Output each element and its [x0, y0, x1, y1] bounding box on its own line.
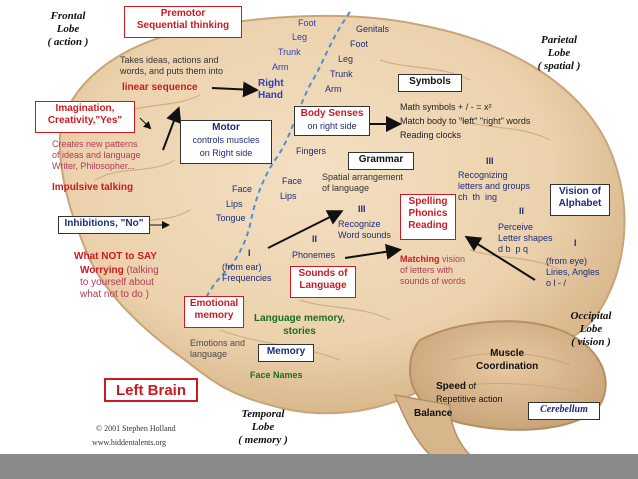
body-part-foot: Foot — [298, 18, 317, 28]
spelling-box: Spelling Phonics Reading — [400, 194, 456, 240]
from-ear-description: (from ear) Frequencies — [222, 262, 272, 283]
memory-box: Memory — [258, 344, 314, 362]
vision-of-alphabet-box: Vision of Alphabet — [550, 184, 610, 216]
premotor-emphasis: linear sequence — [122, 82, 198, 93]
muscle-coordination-label: Muscle Coordination — [476, 348, 539, 372]
imagination-description: Creates new patterns of ideas and langua… — [52, 139, 141, 171]
cerebellum-box: Cerebellum — [528, 402, 600, 420]
central-sulcus — [231, 11, 351, 266]
premotor-description: Takes ideas, actions and words, and puts… — [120, 55, 224, 76]
temporal-lobe-label: Temporal Lobe( memory ) — [238, 408, 288, 446]
tongue-motor-label: Tongue — [216, 213, 246, 223]
slide-bottom-bar — [0, 454, 638, 479]
occipital-lobe-label: Occipital Lobe( vision ) — [570, 310, 612, 348]
body-part-leg-sensory: Leg — [338, 54, 354, 64]
copyright-notice: © 2001 Stephen Holland — [96, 424, 176, 433]
symbols-line-3: Reading clocks — [400, 130, 462, 140]
worrying-description: Worrying (talking to yourself about what… — [80, 265, 159, 300]
lips-motor-label: Lips — [226, 199, 243, 209]
body-part-arm: Arm — [272, 62, 289, 72]
from-ear-numeral: I — [248, 248, 251, 258]
body-part-foot-sensory: Foot — [350, 39, 369, 49]
parietal-lobe-label: Parietal Lobe( spatial ) — [537, 34, 581, 72]
lips-sense-label: Lips — [280, 191, 297, 201]
body-part-trunk-sensory: Trunk — [330, 69, 353, 79]
frontal-lobe-label: Frontal Lobe( action ) — [47, 10, 89, 48]
perceive-description: Perceive Letter shapes d b p q — [498, 222, 553, 254]
recognizing-numeral: III — [486, 156, 494, 166]
recognize-words-numeral: III — [358, 204, 366, 214]
balance-label: Balance — [414, 408, 453, 419]
sounds-of-language-box: Sounds of Language — [290, 266, 356, 298]
what-not-to-say-label: What NOT to SAY — [74, 251, 157, 262]
from-eye-numeral: I — [574, 238, 577, 248]
fingers-label: Fingers — [296, 146, 327, 156]
perceive-numeral: II — [519, 206, 525, 216]
phonemes-numeral: II — [312, 234, 318, 244]
body-part-genitals: Genitals — [356, 24, 390, 34]
arrows — [162, 81, 536, 281]
recognizing-description: Recognizing letters and groups ch th ing — [458, 170, 531, 202]
recognize-words-description: Recognize Word sounds — [338, 219, 391, 240]
emotions-language-label: Emotions and language — [190, 338, 246, 359]
grammar-description: Spatial arrangement of language — [322, 172, 404, 193]
matching-description: Matching vision of letters with sounds o… — [400, 254, 466, 286]
symbols-line-2: Match body to "left" "right" words — [400, 116, 531, 126]
impulsive-talking-label: Impulsive talking — [52, 182, 134, 193]
grammar-box: Grammar — [348, 152, 414, 170]
left-brain-title: Left Brain — [104, 378, 198, 402]
inhibitions-box: Inhibitions, "No" — [58, 216, 150, 234]
symbols-box: Symbols — [398, 74, 462, 92]
body-part-trunk: Trunk — [278, 47, 301, 57]
body-part-leg: Leg — [292, 32, 308, 42]
language-memory-label: Language memory, stories — [254, 313, 345, 337]
thin-arrows — [139, 117, 170, 229]
body-part-arm-sensory: Arm — [325, 84, 342, 94]
face-sense-label: Face — [282, 176, 303, 186]
face-names-label: Face Names — [250, 370, 303, 380]
symbols-line-1: Math symbols + / - = x² — [400, 102, 492, 112]
from-eye-description: (from eye) Lines, Angles o l - / — [546, 256, 600, 288]
emotional-memory-box: Emotional memory — [184, 296, 244, 328]
phonemes-label: Phonemes — [292, 250, 336, 260]
imagination-box: Imagination, Creativity,"Yes" — [35, 101, 135, 133]
face-motor-label: Face — [232, 184, 253, 194]
speed-description: Speed of Repetitive action — [436, 381, 503, 404]
website-url: www.hiddentalents.org — [92, 438, 166, 447]
premotor-box: Premotor Sequential thinking — [124, 6, 242, 38]
right-hand-label: Right Hand — [258, 78, 284, 101]
